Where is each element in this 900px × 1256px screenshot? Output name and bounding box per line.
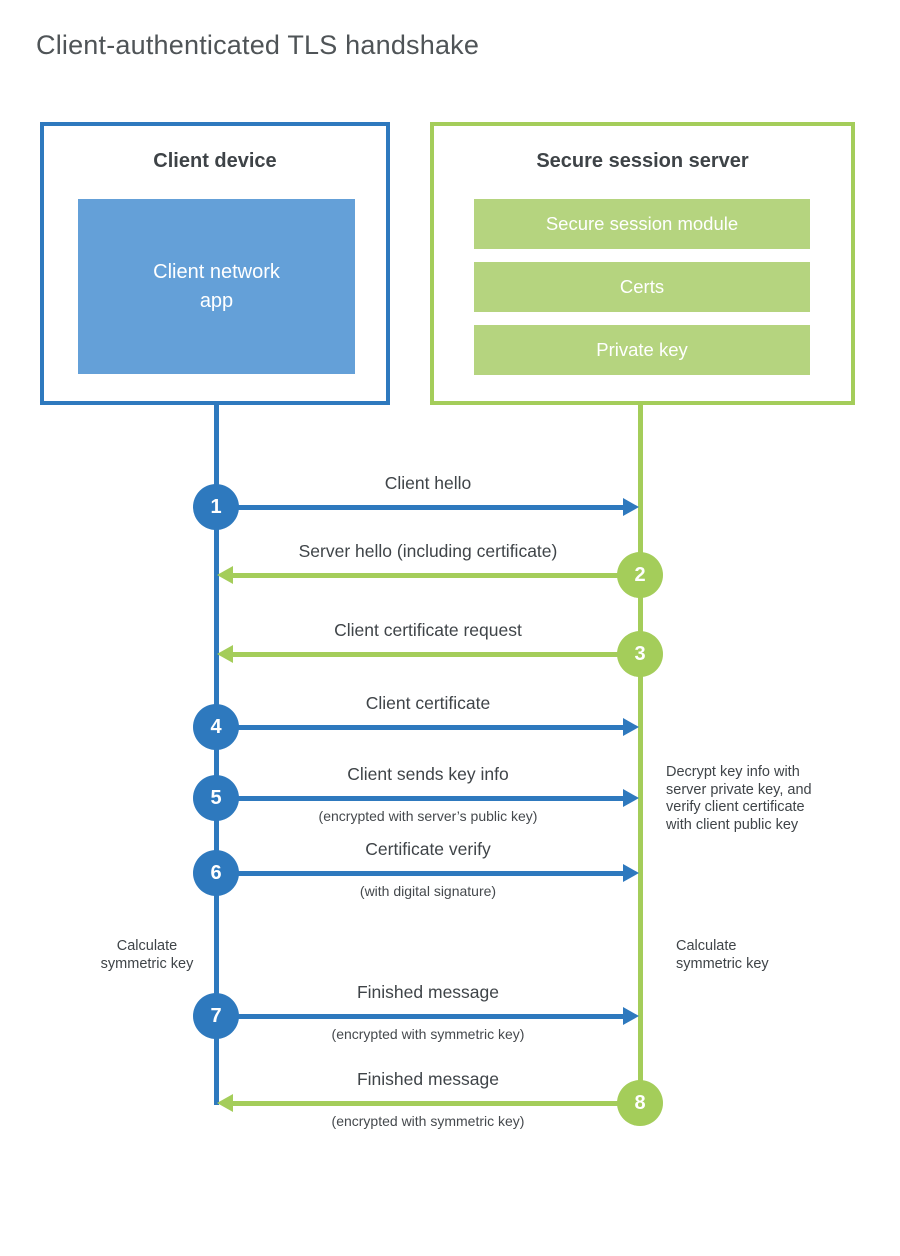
calculate-symmetric-key-note-server: Calculate symmetric key	[676, 938, 769, 972]
arrow-right-icon	[623, 789, 639, 807]
message-label: Client sends key info	[347, 764, 509, 784]
server-module-secure-session: Secure session module	[474, 199, 810, 249]
client-device-title: Client device	[153, 150, 277, 172]
message-label: Finished message	[356, 1069, 500, 1089]
message-label: Client hello	[384, 473, 472, 493]
secure-session-server-box: Secure session server Secure session mod…	[430, 122, 855, 405]
step-circle: 1	[193, 484, 239, 530]
step-circle: 7	[193, 993, 239, 1039]
arrow-left-icon	[217, 1094, 233, 1112]
secure-session-server-title: Secure session server	[536, 150, 749, 172]
arrow-right-icon	[623, 718, 639, 736]
arrow-right-icon	[623, 1007, 639, 1025]
page-title: Client-authenticated TLS handshake	[36, 30, 480, 60]
server-module-private-key: Private key	[474, 325, 810, 375]
arrow-left-icon	[217, 645, 233, 663]
message-sublabel: (encrypted with server’s public key)	[318, 808, 538, 824]
arrow-left-icon	[217, 566, 233, 584]
arrow-right-icon	[623, 498, 639, 516]
server-module-certs: Certs	[474, 262, 810, 312]
step-circle: 4	[193, 704, 239, 750]
arrow-line	[231, 652, 640, 657]
client-device-box: Client device Client network app	[40, 122, 390, 405]
arrow-line	[231, 573, 640, 578]
message-label: Client certificate	[365, 693, 491, 713]
arrow-line	[216, 505, 626, 510]
decrypt-key-note: Decrypt key info with server private key…	[666, 764, 812, 833]
arrow-line	[216, 796, 626, 801]
message-label: Server hello (including certificate)	[298, 541, 558, 561]
message-label: Finished message	[356, 982, 500, 1002]
client-network-app-box: Client network app	[78, 199, 355, 374]
arrow-line	[216, 871, 626, 876]
step-circle: 3	[617, 631, 663, 677]
message-sublabel: (encrypted with symmetric key)	[331, 1113, 525, 1129]
message-sublabel: (encrypted with symmetric key)	[331, 1026, 525, 1042]
step-circle: 2	[617, 552, 663, 598]
arrow-right-icon	[623, 864, 639, 882]
step-circle: 5	[193, 775, 239, 821]
server-lifeline	[638, 405, 643, 1103]
arrow-line	[231, 1101, 640, 1106]
calculate-symmetric-key-note-client: Calculate symmetric key	[100, 938, 194, 972]
arrow-line	[216, 725, 626, 730]
message-label: Client certificate request	[334, 620, 522, 640]
step-circle: 8	[617, 1080, 663, 1126]
message-label: Certificate verify	[365, 839, 491, 859]
client-lifeline	[214, 405, 219, 1105]
message-sublabel: (with digital signature)	[359, 883, 497, 899]
step-circle: 6	[193, 850, 239, 896]
arrow-line	[216, 1014, 626, 1019]
